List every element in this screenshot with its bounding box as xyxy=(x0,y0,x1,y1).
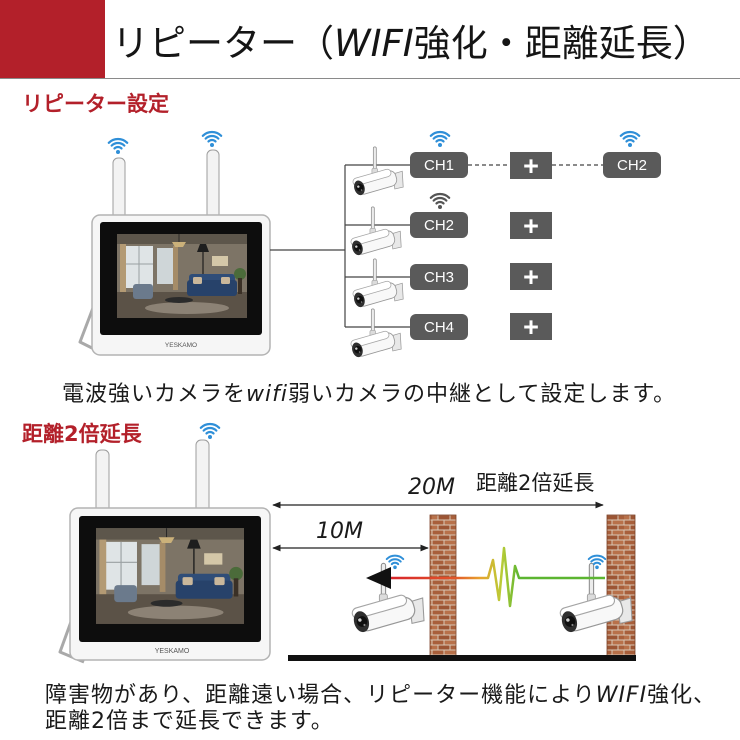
channel-label: CH4 xyxy=(424,319,454,336)
ground-line xyxy=(288,655,636,661)
channel-label: CH2 xyxy=(424,217,454,234)
channel-box-ch1: CH1 xyxy=(410,152,468,178)
wifi-icon xyxy=(429,130,451,148)
distance-caption-line2: 距離2倍まで延長できます。 xyxy=(45,709,334,734)
distance-extension-diagram: YESKAMO xyxy=(58,422,636,664)
wifi-icon xyxy=(199,422,221,440)
screen-camera-view xyxy=(96,528,244,624)
monitor-brand-label: YESKAMO xyxy=(165,342,197,349)
section-heading-repeater: リピーター設定 xyxy=(22,92,169,116)
camera-icon xyxy=(349,206,402,257)
signal-wave xyxy=(390,546,605,608)
plus-icon: + xyxy=(523,211,539,241)
channel-box-ch4: CH4 xyxy=(410,314,468,340)
plus-icon: + xyxy=(523,312,539,342)
repeater-setup-diagram: YESKAMO CH1 CH2 xyxy=(78,130,661,359)
section-heading-distance: 距離2倍延長 xyxy=(22,422,142,446)
channel-box-ch2: CH2 xyxy=(410,212,468,238)
plus-box: + xyxy=(510,262,552,292)
repeater-caption: 電波強いカメラをwifi弱いカメラの中継として設定します。 xyxy=(62,382,677,407)
plus-box: + xyxy=(510,151,552,181)
page-title: リピーター（WIFI強化・距離延長） xyxy=(112,22,710,65)
distance-label-10m: 10M xyxy=(316,519,363,544)
header-band xyxy=(0,0,740,79)
monitor-antenna-right xyxy=(195,439,210,515)
nvr-monitor-icon: YESKAMO xyxy=(78,149,271,356)
channel-box-relay: CH2 xyxy=(603,152,661,178)
signal-arrowhead-icon xyxy=(366,567,391,589)
nvr-monitor-icon: YESKAMO xyxy=(58,439,271,664)
channel-label: CH2 xyxy=(617,157,647,174)
plus-box: + xyxy=(510,312,552,342)
monitor-antenna-right xyxy=(206,149,220,221)
wifi-icon xyxy=(619,130,641,148)
monitor-antenna-left xyxy=(95,449,110,515)
connection-lines xyxy=(270,164,603,328)
brick-wall-icon xyxy=(429,514,457,658)
header-red-block xyxy=(0,0,105,78)
wifi-icon xyxy=(201,130,223,148)
channel-label: CH1 xyxy=(424,157,454,174)
wifi-icon xyxy=(385,554,405,570)
camera-icon xyxy=(351,146,404,197)
channel-label: CH3 xyxy=(424,269,454,286)
wifi-icon xyxy=(107,137,129,155)
plus-icon: + xyxy=(523,151,539,181)
distance-extension-label: 距離2倍延長 xyxy=(476,471,595,495)
camera-icon xyxy=(351,258,404,309)
screen-camera-view xyxy=(117,234,247,318)
wifi-icon xyxy=(429,192,451,210)
brick-wall-icon xyxy=(606,514,636,658)
plus-box: + xyxy=(510,211,552,241)
distance-caption-line1: 障害物があり、距離遠い場合、リピーター機能によりWIFI強化、 xyxy=(45,683,717,708)
channel-box-ch3: CH3 xyxy=(410,264,468,290)
distance-label-20m: 20M xyxy=(408,475,455,500)
plus-icon: + xyxy=(523,262,539,292)
monitor-antenna-left xyxy=(112,157,126,221)
monitor-brand-label: YESKAMO xyxy=(155,648,190,655)
camera-icon xyxy=(349,308,402,359)
